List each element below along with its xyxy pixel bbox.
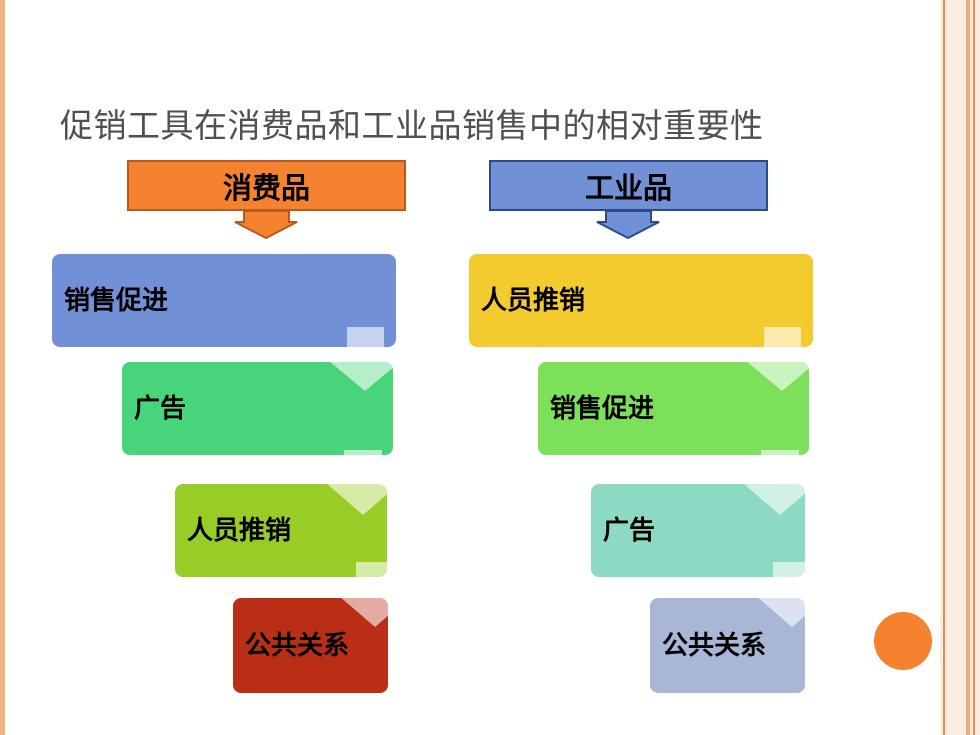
consumer-item-advertising: 广告 xyxy=(122,362,393,455)
industrial-item-label: 公共关系 xyxy=(662,630,767,661)
industrial-item-label: 广告 xyxy=(603,515,656,546)
consumer-item-label: 公共关系 xyxy=(245,630,350,661)
right-edge-decoration xyxy=(940,0,980,735)
flow-arrow-icon xyxy=(746,327,818,391)
flow-arrow-icon xyxy=(756,562,828,627)
consumer-item-label: 销售促进 xyxy=(64,285,169,316)
decorative-circle xyxy=(874,612,932,670)
industrial-item-label: 销售促进 xyxy=(550,393,655,424)
industrial-item-personal-selling: 人员推销 xyxy=(469,254,813,347)
flow-arrow-icon xyxy=(327,450,399,515)
consumer-header-arrow-icon xyxy=(234,210,298,240)
flow-arrow-icon xyxy=(339,562,411,627)
industrial-item-sales-promotion: 销售促进 xyxy=(538,362,809,455)
consumer-item-sales-promotion: 销售促进 xyxy=(52,254,396,347)
flow-arrow-icon xyxy=(744,450,816,515)
left-edge-decoration xyxy=(0,0,5,735)
industrial-item-label: 人员推销 xyxy=(481,285,586,316)
industrial-header-arrow-icon xyxy=(596,210,660,240)
industrial-header: 工业品 xyxy=(489,160,768,211)
consumer-item-label: 人员推销 xyxy=(187,515,292,546)
flow-arrow-icon xyxy=(329,327,401,391)
slide-title: 促销工具在消费品和工业品销售中的相对重要性 xyxy=(60,106,764,145)
consumer-item-label: 广告 xyxy=(134,393,187,424)
